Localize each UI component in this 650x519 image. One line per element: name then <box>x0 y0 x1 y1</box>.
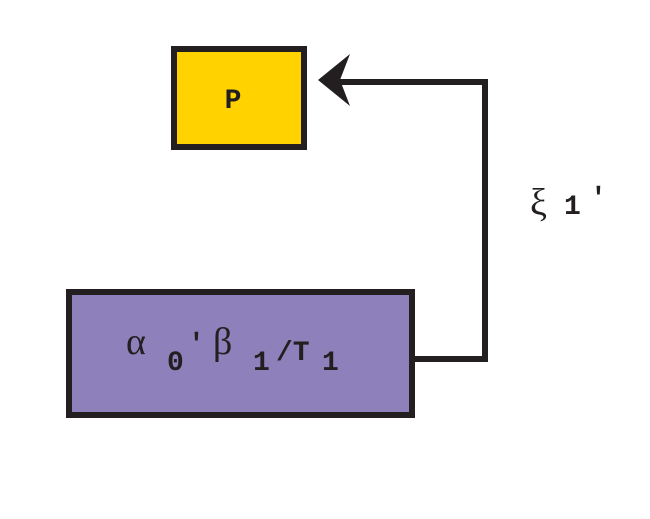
node-p-label: P <box>225 86 242 117</box>
slash-t: /T <box>276 338 310 369</box>
node-source-box <box>66 289 415 418</box>
node-p-box <box>171 46 307 150</box>
node-p[interactable]: P <box>171 46 307 150</box>
alpha-subscript: 0 <box>167 348 184 379</box>
xi-prime: ' <box>590 184 607 215</box>
xi-subscript: 1 <box>564 192 581 223</box>
edge-line <box>340 79 488 362</box>
beta-subscript: 1 <box>253 348 270 379</box>
alpha-symbol: α <box>126 321 146 363</box>
prime-mark: ' <box>188 330 205 361</box>
arrowhead-icon <box>318 54 350 106</box>
t-subscript: 1 <box>322 348 339 379</box>
xi-symbol: ξ <box>530 182 547 224</box>
beta-symbol: β <box>213 321 232 363</box>
edge-source-to-p[interactable] <box>318 54 488 362</box>
